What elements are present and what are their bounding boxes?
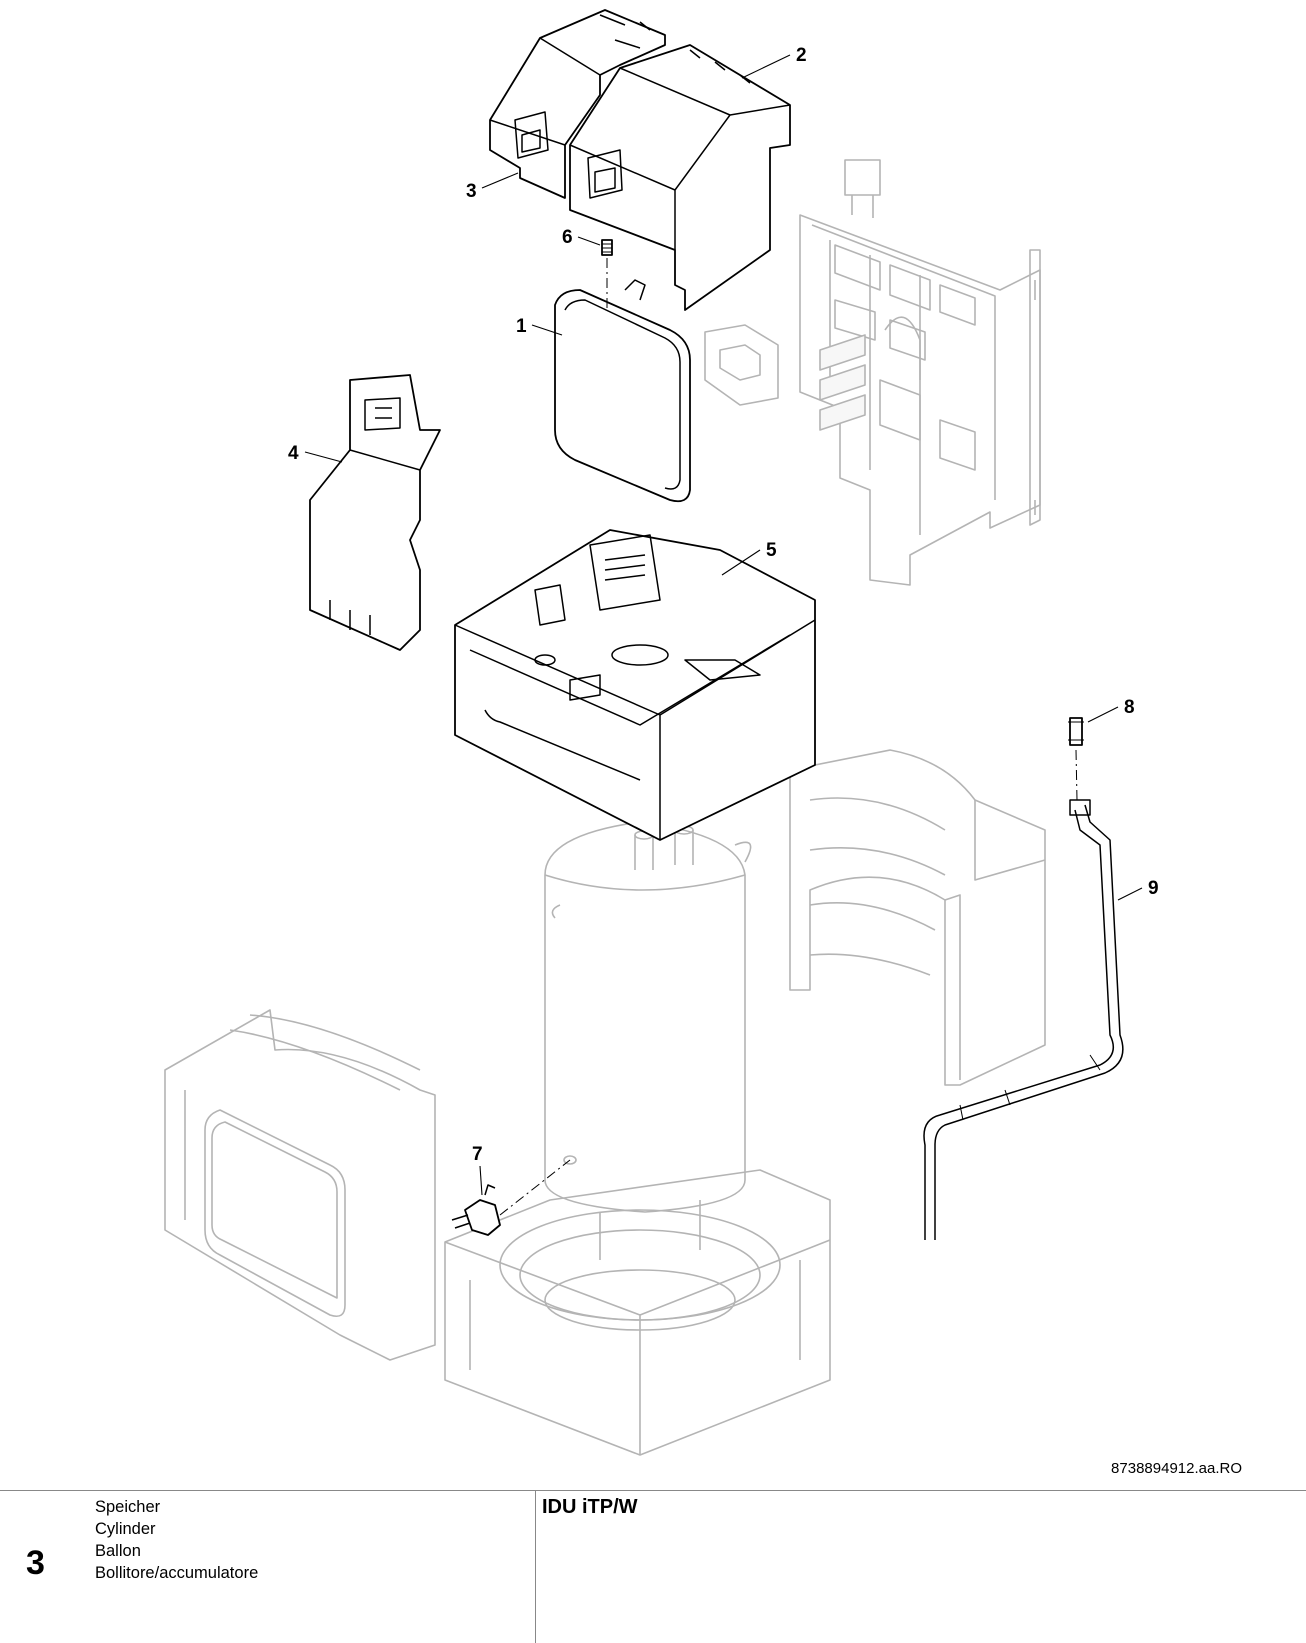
assembly-axis-lines: [499, 258, 1078, 1216]
callout-5: 5: [766, 540, 777, 561]
part-5-main-housing: [454, 529, 816, 841]
callout-4: 4: [288, 443, 299, 464]
callout-6: 6: [562, 227, 573, 248]
footer-divider: [535, 1490, 536, 1643]
part-3-cover-left: [489, 9, 666, 199]
part-6-screw: [601, 239, 613, 256]
part-2-cover-right: [569, 44, 791, 311]
part-7-drain-valve: [451, 1184, 501, 1236]
callout-7: 7: [472, 1144, 483, 1165]
background-insulation-left: [164, 1009, 436, 1361]
section-names: Speicher Cylinder Ballon Bollitore/accum…: [95, 1496, 258, 1584]
section-name-fr: Ballon: [95, 1542, 141, 1560]
background-base-tray: [444, 1169, 831, 1456]
callout-2: 2: [796, 45, 807, 66]
section-number: 3: [26, 1544, 45, 1582]
background-insulation-right: [789, 749, 1046, 1086]
footer-rule: [0, 1490, 1306, 1491]
part-1-expansion-vessel: [554, 279, 691, 503]
footer-legend: 3 Speicher Cylinder Ballon Bollitore/acc…: [0, 1490, 1306, 1643]
part-4-side-panel: [309, 374, 441, 651]
part-9-drain-hose: [923, 799, 1124, 1240]
background-panel-frame: [799, 159, 1041, 586]
section-name-de: Speicher: [95, 1498, 161, 1516]
exploded-parts-diagram: 1 2 3 4 5 6 7 8 9: [164, 9, 1159, 1456]
leader-lines: [304, 54, 1143, 1196]
callout-3: 3: [466, 181, 477, 202]
section-name-it: Bollitore/accumulatore: [95, 1564, 259, 1582]
callout-1: 1: [516, 316, 527, 337]
drawing-code: 8738894912.aa.RO: [1111, 1460, 1242, 1477]
product-code: IDU iTP/W: [542, 1496, 638, 1518]
background-clip-block: [704, 324, 779, 406]
callout-8: 8: [1124, 697, 1135, 718]
callout-9: 9: [1148, 878, 1159, 899]
part-8-fitting: [1068, 717, 1084, 746]
background-cylinder-tank: [544, 821, 752, 1213]
section-name-en: Cylinder: [95, 1520, 156, 1538]
